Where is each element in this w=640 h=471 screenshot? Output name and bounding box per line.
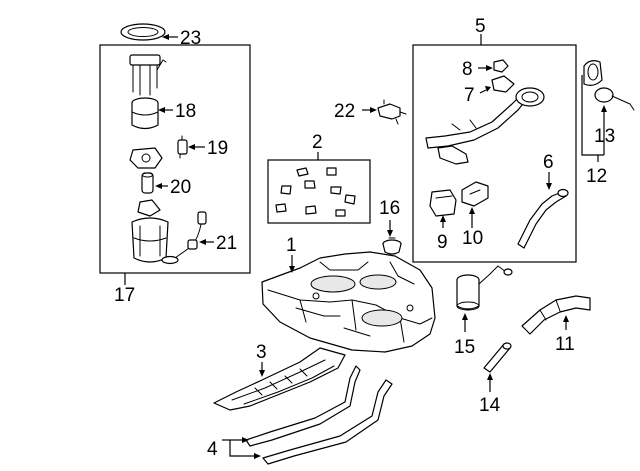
callout-leaders: [124, 34, 607, 459]
callout-20: 20: [170, 177, 191, 198]
part-12-fuel-door-ring: [583, 60, 603, 86]
callout-15: 15: [454, 337, 475, 358]
callout-17: 17: [114, 285, 135, 306]
callout-22: 22: [334, 101, 355, 122]
group-box-5: [412, 44, 577, 263]
part-13-fuel-cap: [594, 87, 635, 111]
part-23-seal-ring: [120, 23, 166, 41]
part-pump-bracket: [129, 147, 163, 169]
callout-13: 13: [594, 126, 615, 147]
callout-11: 11: [555, 334, 575, 355]
callout-19: 19: [207, 138, 228, 159]
callout-16: 16: [379, 198, 400, 219]
part-8-clip: [493, 59, 509, 73]
callout-5: 5: [475, 16, 486, 37]
callout-3: 3: [256, 342, 267, 363]
part-1-fuel-tank: [261, 251, 436, 353]
callout-18: 18: [175, 101, 196, 122]
callout-10: 10: [462, 228, 483, 249]
part-7-bracket: [491, 75, 515, 93]
part-19-fitting: [177, 135, 188, 159]
group-box-2: [267, 159, 371, 224]
part-11-filler-hose: [521, 295, 591, 335]
callout-1: 1: [286, 235, 297, 256]
part-2-small-parts: [275, 167, 356, 217]
callout-12: 12: [586, 166, 607, 187]
callout-9: 9: [437, 232, 448, 253]
part-6-vent-hose: [517, 188, 569, 249]
callout-23: 23: [180, 28, 201, 49]
part-22-bracket: [377, 99, 407, 125]
part-3-heat-shield: [213, 347, 346, 411]
part-14-hose: [483, 342, 512, 373]
part-4-tank-straps: [245, 365, 393, 465]
part-filler-neck: [425, 87, 545, 165]
callout-4: 4: [207, 439, 218, 460]
part-20-filter: [141, 172, 154, 194]
part-18-pump-module: [129, 54, 167, 130]
part-16-cap: [382, 237, 402, 255]
group-box-17: [99, 44, 251, 274]
part-9-valve: [429, 189, 457, 217]
part-10-bracket: [461, 181, 489, 207]
part-21-sender-arm: [161, 211, 207, 265]
part-pump-reservoir: [131, 199, 169, 263]
callout-7: 7: [464, 85, 475, 106]
callout-6: 6: [543, 152, 554, 173]
callout-2: 2: [312, 132, 323, 153]
callout-21: 21: [216, 233, 237, 254]
callout-14: 14: [479, 395, 501, 416]
part-15-canister: [456, 265, 513, 311]
callout-8: 8: [462, 59, 473, 80]
